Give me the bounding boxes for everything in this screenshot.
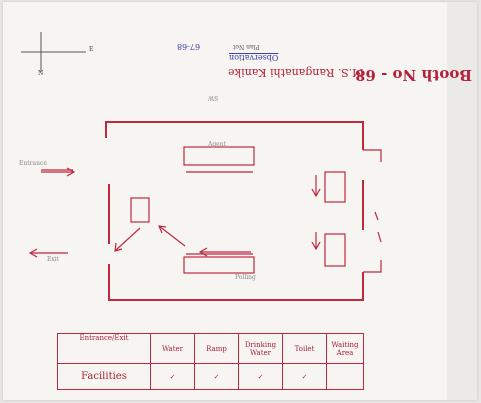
table-row-label: Facilities <box>57 363 151 390</box>
floor-plan <box>28 121 382 301</box>
compass-sketch <box>21 32 86 72</box>
compass-north-label: N <box>38 70 44 77</box>
paper-sheet: N E Booth No - 68 M.S. Ranganathi Kanike… <box>3 2 477 400</box>
table-cell: ✓ <box>150 363 195 390</box>
table-header-cell: Entrance/Exit <box>57 333 151 364</box>
exit-label: Exit <box>47 256 60 263</box>
table-cell <box>326 363 364 390</box>
entrance-label: Entrance <box>19 160 47 167</box>
table-cell: ✓ <box>194 363 239 390</box>
table-header-cell: Toilet <box>282 333 327 364</box>
table-header-cell: Ramp <box>194 333 239 364</box>
table-header-cell: Waiting Area <box>326 333 364 364</box>
compass-east-label: E <box>89 46 94 53</box>
table-cell: ✓ <box>238 363 283 390</box>
top-desk-label: Agent <box>208 141 226 148</box>
table-header-row: Entrance/Exit Water Ramp Drinking Water … <box>57 333 364 364</box>
table-header-cell: Drinking Water <box>238 333 283 364</box>
table-row: Facilities ✓ ✓ ✓ ✓ <box>57 363 364 390</box>
bottom-desk-label: Polling <box>235 274 256 281</box>
paper-fold <box>447 2 477 400</box>
table-header-cell: Water <box>150 333 195 364</box>
facilities-table: Entrance/Exit Water Ramp Drinking Water … <box>57 333 364 390</box>
table-cell: ✓ <box>282 363 327 390</box>
